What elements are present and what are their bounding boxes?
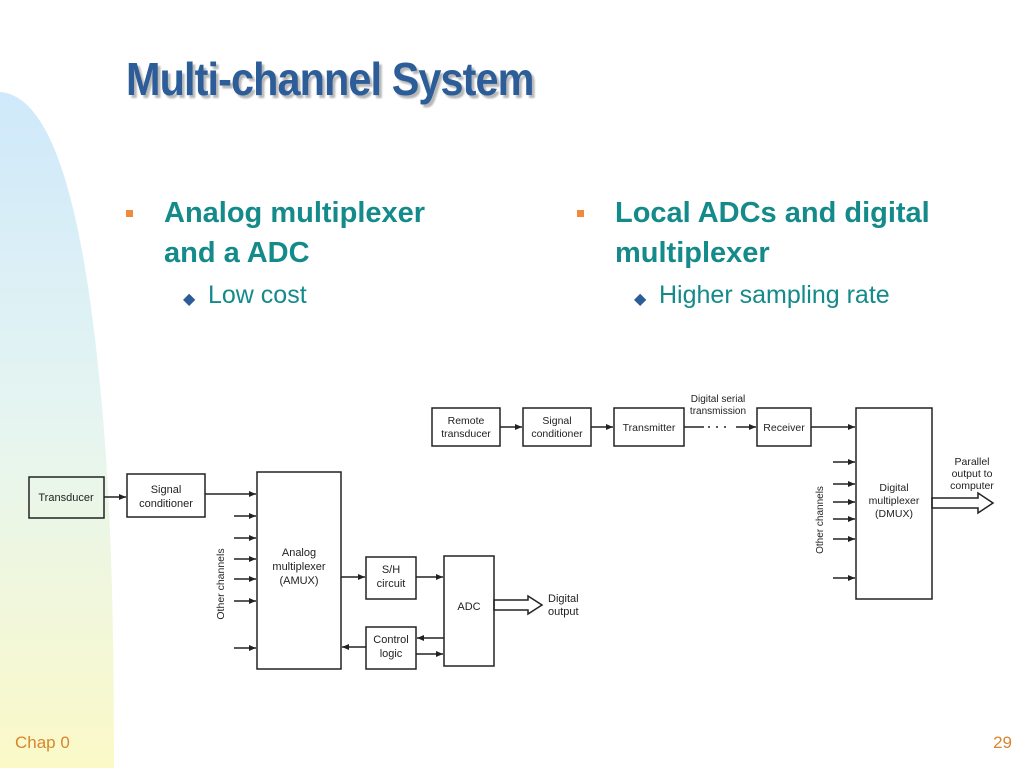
digital-mux-diagram: [431, 407, 995, 600]
right-column: Local ADCs and digital multiplexer ◆ Hig…: [577, 193, 1007, 311]
diamond-bullet-icon: ◆: [634, 291, 647, 308]
dmux-label-3: (DMUX): [875, 508, 913, 520]
bullet-local-adcs: Local ADCs and digital multiplexer: [577, 193, 1007, 273]
signal-conditioner-label-2: conditioner: [531, 428, 583, 440]
sub-bullet-higher-sampling: ◆ Higher sampling rate: [577, 279, 1007, 311]
other-channels-label: Other channels: [815, 486, 826, 554]
square-bullet-icon: [577, 210, 584, 217]
digital-output-arrow: [493, 594, 544, 616]
square-bullet-icon: [126, 210, 133, 217]
signal-conditioner-label-1: Signal: [151, 484, 182, 496]
remote-transducer-label-1: Remote: [448, 415, 485, 427]
digital-mux-labels: Remote transducer Signal conditioner Tra…: [441, 394, 994, 554]
signal-conditioner-label-2: conditioner: [139, 498, 193, 510]
amux-label-3: (AMUX): [279, 575, 318, 587]
diamond-bullet-icon: ◆: [183, 291, 196, 308]
bullet-analog-multiplexer: Analog multiplexer and a ADC: [126, 193, 506, 273]
receiver-label: Receiver: [763, 422, 805, 434]
serial-transmission-label-1: Digital serial: [691, 394, 745, 405]
bullet-line-2: and a ADC: [164, 237, 310, 269]
bullet-line-2: multiplexer: [615, 237, 770, 269]
analog-mux-diagram: [28, 471, 544, 670]
parallel-output-label-1: Parallel: [954, 456, 989, 468]
serial-transmission-label-2: transmission: [690, 406, 746, 417]
control-logic-box: [365, 626, 417, 670]
sh-circuit-box: [365, 556, 417, 600]
signal-conditioner-box: [126, 473, 206, 518]
sub-bullet-low-cost: ◆ Low cost: [126, 279, 506, 311]
sub-bullet-text: Higher sampling rate: [659, 281, 890, 309]
signal-conditioner-box: [522, 407, 592, 447]
adc-label: ADC: [457, 601, 480, 613]
digital-output-label-2: output: [548, 606, 579, 618]
other-channels-label: Other channels: [215, 548, 227, 619]
parallel-output-arrow: [931, 491, 995, 515]
left-column: Analog multiplexer and a ADC ◆ Low cost: [126, 193, 506, 311]
digital-output-label-1: Digital: [548, 593, 579, 605]
adc-box: [443, 555, 495, 667]
amux-label-1: Analog: [282, 547, 316, 559]
sh-label-1: S/H: [382, 564, 400, 576]
analog-mux-labels: Transducer Signal conditioner Other chan…: [38, 484, 578, 660]
amux-box: [256, 471, 342, 670]
bullet-line-1: Analog multiplexer: [164, 197, 426, 229]
parallel-output-label-3: computer: [950, 480, 994, 492]
footer-page-number: 29: [993, 733, 1012, 752]
dmux-label-2: multiplexer: [869, 495, 920, 507]
transmitter-label: Transmitter: [623, 422, 676, 434]
amux-label-2: multiplexer: [272, 561, 326, 573]
left-swoosh-shape: [0, 92, 114, 768]
transducer-label: Transducer: [38, 492, 94, 504]
sh-label-2: circuit: [377, 578, 406, 590]
bullet-line-1: Local ADCs and digital: [615, 197, 930, 229]
remote-transducer-label-2: transducer: [441, 428, 491, 440]
footer-chapter: Chap 0: [15, 733, 70, 752]
sub-bullet-text: Low cost: [208, 281, 307, 309]
slide-title: Multi-channel System: [126, 53, 534, 105]
remote-transducer-box: [431, 407, 501, 447]
signal-conditioner-label-1: Signal: [542, 415, 571, 427]
parallel-output-label-2: output to: [952, 468, 993, 480]
control-logic-label-2: logic: [380, 648, 403, 660]
control-logic-label-1: Control: [373, 634, 408, 646]
dmux-label-1: Digital: [879, 482, 908, 494]
